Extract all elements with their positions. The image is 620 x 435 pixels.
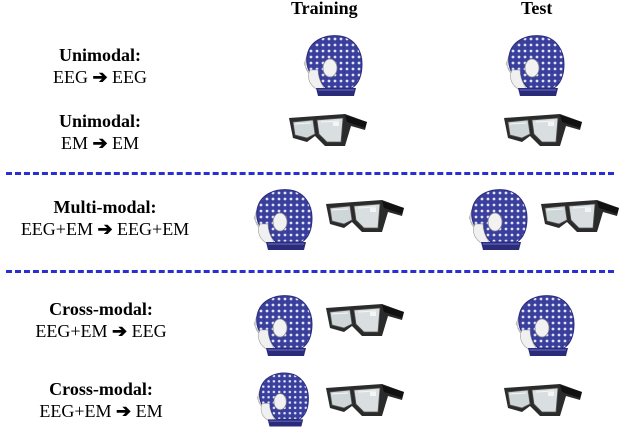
- eye-tracking-glasses-icon: [500, 378, 584, 422]
- eeg-cap-icon: [508, 290, 578, 360]
- row-title: Cross-modal:: [49, 299, 153, 319]
- header-training: Training: [291, 0, 358, 18]
- row-title: Unimodal:: [58, 45, 141, 65]
- eeg-cap-icon: [498, 30, 568, 100]
- row-title: Unimodal:: [58, 111, 141, 131]
- arrow-icon: ➔: [92, 133, 108, 153]
- eeg-cap-icon: [246, 184, 316, 254]
- eye-tracking-glasses-icon: [322, 194, 406, 238]
- arrow-icon: ➔: [92, 67, 108, 87]
- arrow-icon: ➔: [112, 321, 128, 341]
- arrow-icon: ➔: [116, 401, 132, 421]
- eye-tracking-glasses-icon: [500, 108, 584, 152]
- separator-line: [6, 270, 614, 273]
- row-formula: EEG+EM ➔ EM: [39, 401, 163, 421]
- row-title: Multi-modal:: [53, 197, 157, 217]
- eye-tracking-glasses-icon: [322, 298, 406, 342]
- row-label-multimodal: Multi-modal: EEG+EM ➔ EEG+EM: [0, 196, 210, 240]
- eeg-cap-icon: [296, 30, 366, 100]
- eye-tracking-glasses-icon: [285, 108, 369, 152]
- row-label-crossmodal-eeg: Cross-modal: EEG+EM ➔ EEG: [16, 298, 186, 342]
- arrow-icon: ➔: [97, 219, 113, 239]
- row-label-unimodal-em: Unimodal: EM ➔ EM: [26, 110, 174, 154]
- row-formula: EEG+EM ➔ EEG: [35, 321, 167, 341]
- eeg-cap-icon: [461, 184, 531, 254]
- eeg-cap-icon: [246, 368, 316, 430]
- header-test: Test: [521, 0, 553, 18]
- row-title: Cross-modal:: [49, 379, 153, 399]
- separator-line: [6, 172, 614, 175]
- eye-tracking-glasses-icon: [322, 378, 406, 422]
- row-label-unimodal-eeg: Unimodal: EEG ➔ EEG: [26, 44, 174, 88]
- row-formula: EM ➔ EM: [60, 133, 140, 153]
- row-label-crossmodal-em: Cross-modal: EEG+EM ➔ EM: [16, 378, 186, 422]
- row-formula: EEG ➔ EEG: [52, 67, 148, 87]
- row-formula: EEG+EM ➔ EEG+EM: [20, 219, 190, 239]
- eye-tracking-glasses-icon: [537, 194, 620, 238]
- eeg-cap-icon: [246, 290, 316, 360]
